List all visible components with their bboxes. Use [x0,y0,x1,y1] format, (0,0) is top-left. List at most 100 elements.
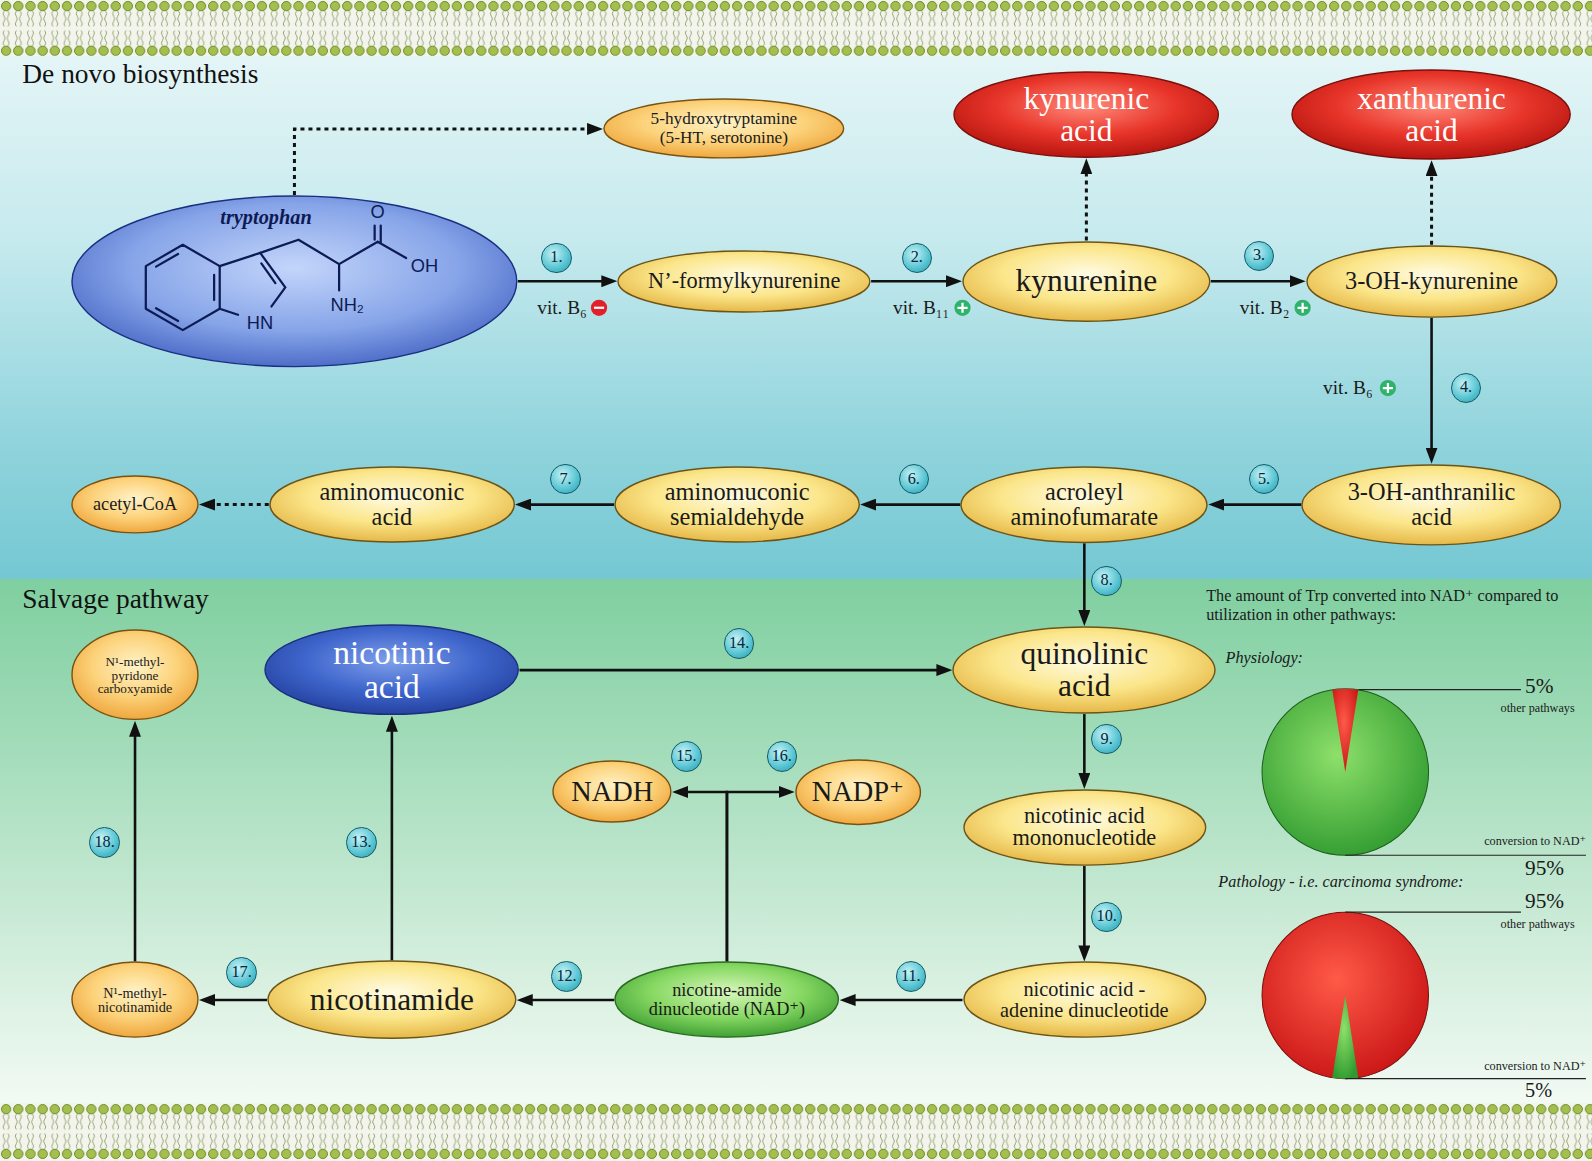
metabolite-name: 5-hydroxytryptamine (5-HT, serotonine) [643,110,805,147]
metabolite-ellipse: aminomuconic semialdehyde [614,466,860,543]
vitamin-cofactor: vit. B₆ [1323,377,1373,399]
metabolite-name: N¹-methyl-nicotinamide [88,986,181,1014]
metabolite-ellipse: quinolinic acid [952,626,1216,714]
atom-label: O [371,202,385,222]
metabolite-name: aminomuconic acid [311,480,473,530]
metabolite-name: NADP⁺ [812,777,904,806]
callout-number: 16. [767,741,797,771]
metabolite-ellipse: kynurenine [962,241,1211,322]
callout-number: 6. [899,464,929,494]
callout-number: 8. [1091,566,1121,596]
metabolite-name: nicotine-amide dinucleotide (NAD⁺) [636,981,819,1018]
callout-number: 15. [671,741,701,771]
metabolite-name: nicotinic acid -adenine dinucleotide [994,979,1175,1020]
product-ellipse: N¹-methyl-nicotinamide [71,961,199,1038]
side-reaction-arrow [204,503,269,506]
end-product-ellipse: xanthurenic acid [1291,69,1571,160]
metabolite-name: NADH [571,777,653,806]
reaction-arrow [727,792,790,962]
callout-number: 10. [1091,902,1121,932]
metabolite-name: 3-OH-anthranilic acid [1335,480,1528,530]
metabolite-ellipse: nicotinamide [267,960,517,1039]
precursor-ellipse: nicotinic acid [264,624,519,715]
slice-label: other pathways [1501,701,1575,715]
vitamin-cofactor: vit. B₂ [1240,297,1290,319]
atom-label: OH [411,256,438,276]
metabolite-name: xanthurenic acid [1348,83,1516,147]
side-reaction-arrow [1085,163,1088,240]
reaction-arrow [391,721,394,961]
metabolite-name: N’-formylkynurenine [648,270,840,293]
region-heading: Salvage pathway [22,584,208,615]
inhibition-symbol [591,300,607,316]
callout-number: 11. [896,961,926,991]
product-ellipse: 5-hydroxytryptamine (5-HT, serotonine) [603,98,845,159]
reaction-arrow [134,726,137,962]
callout-number: 4. [1451,373,1481,403]
reaction-arrow [1083,543,1086,621]
metabolite-ellipse: nicotinic acid -adenine dinucleotide [963,961,1207,1038]
metabolite-name: acroleyl aminofumarate [996,480,1174,530]
callout-number: 2. [902,243,932,273]
metabolite-ellipse: 3-OH-kynurenine [1306,245,1558,318]
chart-title: The amount of Trp converted into NAD⁺ co… [1206,587,1582,624]
metabolite-name: nicotinic acid mononucleotide [988,805,1181,851]
reaction-arrow [518,280,613,283]
callout-number: 1. [541,243,571,273]
reaction-arrow [1083,714,1086,784]
metabolite-ellipse: nicotinic acid mononucleotide [963,789,1207,866]
reaction-arrow [520,669,948,672]
membrane-band [0,0,1592,56]
slice-label: other pathways [1501,917,1575,931]
reaction-arrow [865,503,960,506]
reaction-arrow [845,999,963,1002]
atom-label: HN [247,313,273,333]
callout-number: 3. [1244,241,1274,271]
metabolite-ellipse: N’-formylkynurenine [617,250,871,313]
reaction-arrow [1083,866,1086,956]
reaction-arrow [677,792,727,962]
metabolite-name: N¹-methyl-pyridone carboxyamide [91,655,178,695]
percentage-value: 5% [1525,674,1553,699]
metabolite-name: nicotinamide [310,984,474,1016]
slice-label: conversion to NAD⁺ [1484,834,1586,848]
callout-number: 14. [724,628,754,658]
pie-chart [1262,689,1586,856]
metabolite-name: kynurenic acid [1015,83,1157,147]
callout-number: 13. [346,827,376,857]
side-reaction-arrow [1430,165,1433,244]
reaction-arrow [1430,318,1433,459]
metabolite-name: aminomuconic semialdehyde [648,480,826,530]
cofactor-ellipse: NADH [552,760,672,823]
substrate-name: tryptophan [220,206,311,228]
vitamin-cofactor: vit. B₁₁ [893,297,949,319]
percentage-value: 95% [1525,856,1564,881]
cofactor-ellipse: NADP⁺ [795,759,921,825]
atom-label: NH₂ [330,295,363,315]
pathway-region: De novo biosynthesis 5-hydroxytryptamine … [0,56,1592,579]
membrane-band [0,1103,1592,1161]
slice-label: conversion to NAD⁺ [1484,1059,1586,1073]
metabolite-name: nicotinic acid [316,636,468,704]
substrate-ellipse: tryptophan O OH HN NH₂ [71,195,518,368]
callout-number: 17. [226,957,256,987]
callout-number: 5. [1249,464,1279,494]
pathway-region: Salvage pathwayN¹-methyl-pyridone carbox… [0,579,1592,1103]
reaction-arrow [520,503,614,506]
callout-number: 7. [550,464,580,494]
metabolite-ellipse: aminomuconic acid [269,466,515,543]
chart-subtitle: Pathology - i.e. carcinoma syndrome: [1218,873,1463,892]
metabolite-name: 3-OH-kynurenine [1345,269,1518,294]
metabolite-name: acetyl-CoA [93,495,177,514]
end-product-ellipse: kynurenic acid [953,71,1219,158]
product-ellipse: acetyl-CoA [71,475,199,534]
pie-chart [1262,912,1586,1079]
metabolite-name: kynurenine [1016,265,1158,297]
reaction-arrow [871,280,957,283]
chart-subtitle: Physiology: [1225,649,1303,668]
callout-number: 9. [1091,724,1121,754]
callout-number: 18. [89,827,119,857]
vitamin-cofactor: vit. B₆ [537,297,587,319]
side-reaction-arrow [294,129,598,195]
region-heading: De novo biosynthesis [22,59,258,90]
